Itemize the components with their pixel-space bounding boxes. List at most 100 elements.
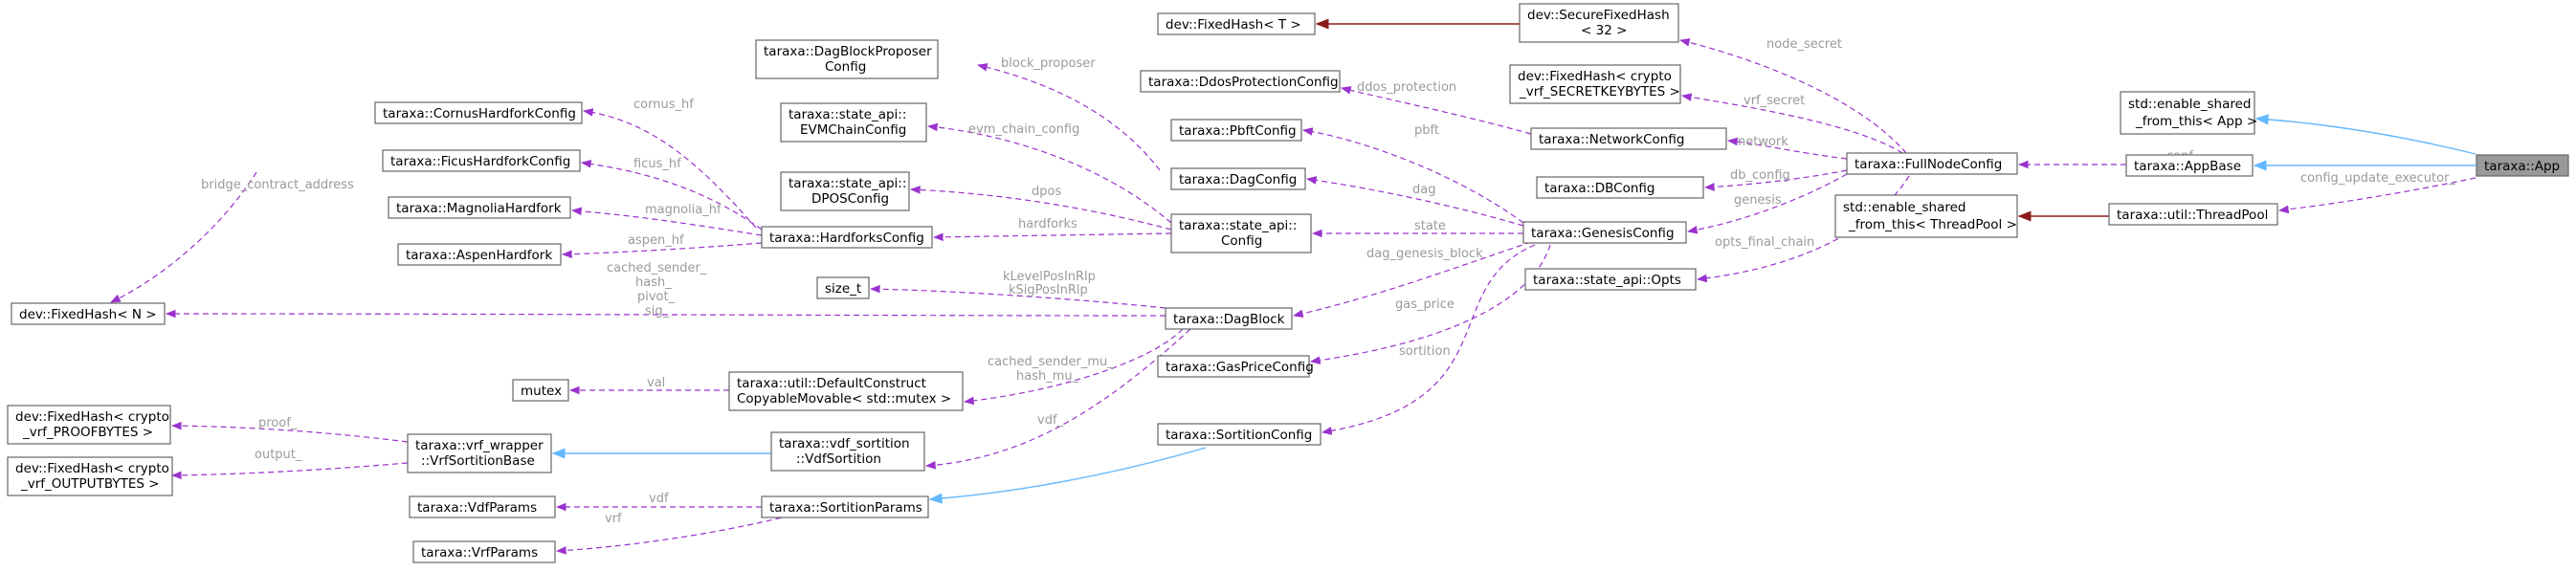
svg-text:taraxa::AppBase: taraxa::AppBase bbox=[2134, 159, 2241, 174]
edge-label-dagblock-hash: cached_sender_ hash_ pivot_ sig_ bbox=[607, 261, 711, 319]
node-dagblock[interactable]: taraxa::DagBlock bbox=[1165, 307, 1293, 330]
edge-label-vdf-member: vdf_ bbox=[1037, 413, 1064, 428]
node-threadpool[interactable]: taraxa::util::ThreadPool bbox=[2108, 203, 2278, 226]
svg-text:taraxa::state_api::Config: taraxa::state_api::Config bbox=[1179, 218, 1297, 249]
node-ddosprotectionconfig[interactable]: taraxa::DdosProtectionConfig bbox=[1140, 70, 1341, 93]
edge-hardforks-magnolia bbox=[570, 207, 763, 236]
edge-sortitionconfig-params bbox=[928, 447, 1207, 504]
svg-text:taraxa::state_api::Opts: taraxa::state_api::Opts bbox=[1533, 273, 1681, 288]
edge-hardforks-aspen bbox=[561, 242, 763, 259]
edge-labels-layer: conf_ config_update_executor_ node_secre… bbox=[201, 37, 2455, 526]
svg-text:taraxa::NetworkConfig: taraxa::NetworkConfig bbox=[1539, 132, 1684, 147]
edge-label-klevel: kLevelPosInRlp kSigPosInRlp bbox=[1003, 270, 1099, 297]
node-fixedhash-proof[interactable]: dev::FixedHash< crypto_vrf_PROOFBYTES > bbox=[7, 405, 171, 445]
svg-text:taraxa::VrfParams: taraxa::VrfParams bbox=[421, 545, 538, 561]
node-size-t[interactable]: size_t bbox=[816, 276, 870, 299]
svg-text:taraxa::FicusHardforkConfig: taraxa::FicusHardforkConfig bbox=[390, 154, 570, 169]
edge-label-network: network bbox=[1738, 135, 1788, 149]
edge-hardforks-cornus bbox=[582, 108, 757, 229]
edge-label-hardforks: hardforks bbox=[1018, 217, 1077, 231]
svg-text:taraxa::GenesisConfig: taraxa::GenesisConfig bbox=[1531, 226, 1675, 241]
nodes-layer: taraxa::App std::enable_shared_from_this… bbox=[7, 3, 2569, 563]
edge-label-aspen-hf: aspen_hf bbox=[628, 233, 684, 248]
edge-app-enable-shared bbox=[2254, 114, 2476, 155]
node-fixedhash-t[interactable]: dev::FixedHash< T > bbox=[1157, 12, 1316, 35]
node-dposconfig[interactable]: taraxa::state_api::DPOSConfig bbox=[780, 171, 910, 211]
edge-label-sortition: sortition bbox=[1399, 344, 1451, 359]
node-fixedhash-n[interactable]: dev::FixedHash< N > bbox=[11, 302, 166, 325]
svg-text:taraxa::FullNodeConfig: taraxa::FullNodeConfig bbox=[1854, 157, 2002, 172]
svg-text:dev::FixedHash< N >: dev::FixedHash< N > bbox=[19, 307, 157, 322]
node-vdfsortition[interactable]: taraxa::vdf_sortition::VdfSortition bbox=[770, 431, 925, 472]
edge-app-threadpool bbox=[2277, 177, 2476, 214]
node-hardforksconfig[interactable]: taraxa::HardforksConfig bbox=[761, 226, 933, 249]
svg-text:std::enable_shared_from_this<: std::enable_shared_from_this< ThreadPool… bbox=[1843, 200, 2017, 232]
edge-fullnode-genesis bbox=[1686, 173, 1848, 234]
node-networkconfig[interactable]: taraxa::NetworkConfig bbox=[1530, 127, 1727, 150]
node-genesisconfig[interactable]: taraxa::GenesisConfig bbox=[1522, 221, 1687, 244]
svg-text:taraxa::CornusHardforkConfig: taraxa::CornusHardforkConfig bbox=[383, 106, 576, 121]
edge-dagblock-vdfsortition bbox=[924, 328, 1191, 470]
edge-dagconfig-proposer bbox=[976, 63, 1161, 171]
svg-text:dev::FixedHash< crypto_vrf_PRO: dev::FixedHash< crypto_vrf_PROOFBYTES > bbox=[15, 409, 169, 440]
edge-stateapi-hardforks bbox=[932, 232, 1172, 242]
node-fullnodeconfig[interactable]: taraxa::FullNodeConfig bbox=[1846, 152, 2018, 175]
node-state-api-config[interactable]: taraxa::state_api::Config bbox=[1170, 213, 1312, 253]
node-dagconfig[interactable]: taraxa::DagConfig bbox=[1170, 167, 1306, 190]
svg-text:dev::FixedHash< crypto_vrf_SEC: dev::FixedHash< crypto_vrf_SECRETKEYBYTE… bbox=[1518, 69, 1680, 99]
edge-label-pbft: pbft bbox=[1414, 123, 1439, 138]
node-cornushardforkconfig[interactable]: taraxa::CornusHardforkConfig bbox=[374, 101, 583, 124]
node-sortitionparams[interactable]: taraxa::SortitionParams bbox=[761, 495, 929, 518]
node-enable-shared-from-this-threadpool[interactable]: std::enable_shared_from_this< ThreadPool… bbox=[1834, 194, 2018, 238]
edge-label-vdf: vdf bbox=[649, 492, 669, 506]
node-sortitionconfig[interactable]: taraxa::SortitionConfig bbox=[1157, 423, 1321, 446]
node-gaspriceconfig[interactable]: taraxa::GasPriceConfig bbox=[1157, 355, 1314, 378]
svg-text:taraxa::DagBlock: taraxa::DagBlock bbox=[1173, 312, 1285, 327]
svg-text:taraxa::DBConfig: taraxa::DBConfig bbox=[1544, 181, 1654, 196]
svg-text:taraxa::AspenHardfork: taraxa::AspenHardfork bbox=[406, 248, 552, 263]
edge-label-dpos: dpos bbox=[1032, 185, 1061, 199]
svg-text:taraxa::DagConfig: taraxa::DagConfig bbox=[1179, 172, 1297, 187]
edge-genesis-dagblock bbox=[1292, 241, 1532, 319]
svg-text:taraxa::state_api::DPOSConfig: taraxa::state_api::DPOSConfig bbox=[788, 176, 906, 207]
svg-text:std::enable_shared_from_this<: std::enable_shared_from_this< App > bbox=[2128, 97, 2257, 129]
node-vdfparams[interactable]: taraxa::VdfParams bbox=[409, 495, 556, 518]
edge-label-opts-final-chain: opts_final_chain bbox=[1715, 235, 1814, 250]
node-state-api-opts[interactable]: taraxa::state_api::Opts bbox=[1524, 268, 1697, 291]
svg-text:taraxa::state_api::EVMChainCon: taraxa::state_api::EVMChainConfig bbox=[788, 107, 906, 138]
node-fixedhash-vrf-secret[interactable]: dev::FixedHash< crypto_vrf_SECRETKEYBYTE… bbox=[1509, 64, 1681, 104]
edge-label-state: state bbox=[1414, 219, 1446, 233]
node-appbase[interactable]: taraxa::AppBase bbox=[2125, 154, 2254, 177]
edge-fullnode-dbconfig bbox=[1703, 169, 1848, 191]
edge-label-output: output_ bbox=[255, 448, 302, 462]
node-magnoliahardfork[interactable]: taraxa::MagnoliaHardfork bbox=[388, 196, 571, 219]
edge-label-bridge-contract-address: bridge_contract_address bbox=[201, 178, 354, 192]
edge-label-val: val bbox=[647, 376, 665, 390]
edge-label-dag-genesis-block: dag_genesis_block bbox=[1366, 247, 1483, 261]
edge-dagblock-defaultconstruct bbox=[963, 328, 1184, 406]
node-ficushardforkconfig[interactable]: taraxa::FicusHardforkConfig bbox=[382, 149, 581, 172]
node-fixedhash-output[interactable]: dev::FixedHash< crypto_vrf_OUTPUTBYTES > bbox=[7, 456, 173, 496]
node-vrfparams[interactable]: taraxa::VrfParams bbox=[412, 540, 556, 563]
edge-label-vrf: vrf bbox=[605, 512, 622, 526]
edge-hardforks-ficus bbox=[580, 160, 763, 231]
node-evmchainconfig[interactable]: taraxa::state_api::EVMChainConfig bbox=[780, 102, 927, 143]
node-aspenhardfork[interactable]: taraxa::AspenHardfork bbox=[397, 243, 562, 266]
node-vrfsortitionbase[interactable]: taraxa::vrf_wrapper::VrfSortitionBase bbox=[407, 433, 552, 473]
edge-stateapi-dpos bbox=[909, 186, 1172, 231]
node-enable-shared-from-this-app[interactable]: std::enable_shared_from_this< App > bbox=[2120, 91, 2257, 135]
svg-text:taraxa::vrf_wrapper::VrfSortit: taraxa::vrf_wrapper::VrfSortitionBase bbox=[415, 438, 544, 469]
edge-label-cached-sender-mu: cached_sender_mu_ hash_mu_ bbox=[988, 355, 1118, 384]
node-pbftconfig[interactable]: taraxa::PbftConfig bbox=[1170, 119, 1302, 142]
svg-text:taraxa::HardforksConfig: taraxa::HardforksConfig bbox=[769, 231, 924, 246]
svg-text:taraxa::DdosProtectionConfig: taraxa::DdosProtectionConfig bbox=[1148, 75, 1339, 90]
node-dbconfig[interactable]: taraxa::DBConfig bbox=[1536, 176, 1704, 199]
node-securefixedhash[interactable]: dev::SecureFixedHash< 32 > bbox=[1519, 3, 1679, 43]
svg-text:taraxa::App: taraxa::App bbox=[2484, 159, 2560, 174]
node-taraxa-app[interactable]: taraxa::App bbox=[2476, 154, 2569, 177]
node-mutex[interactable]: mutex bbox=[512, 379, 569, 402]
edge-stateapi-evm bbox=[926, 122, 1172, 224]
